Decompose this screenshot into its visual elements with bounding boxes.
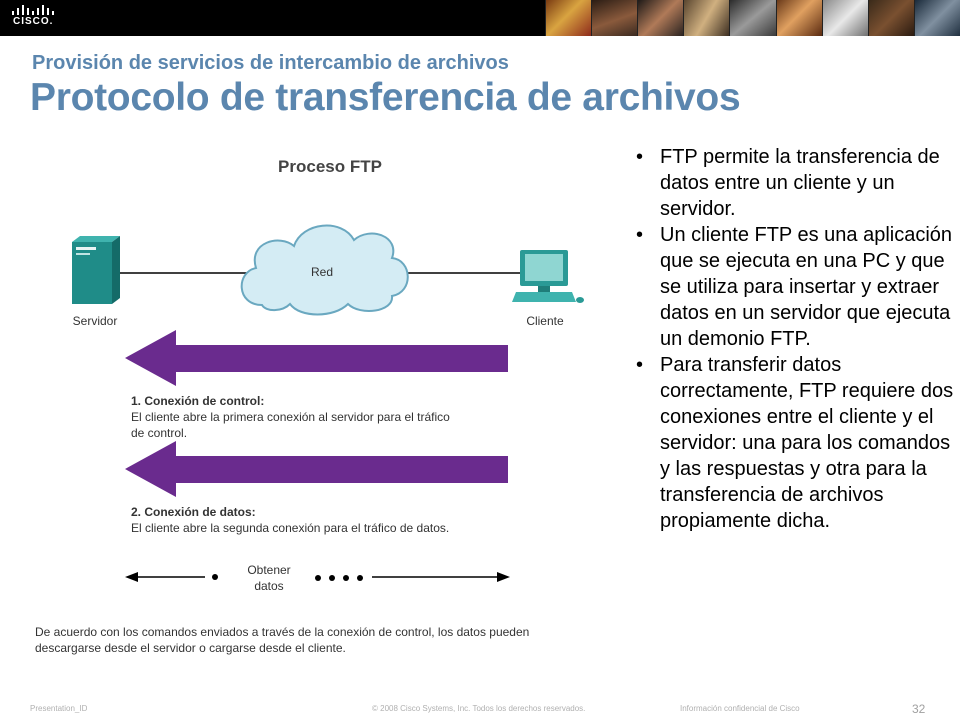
cisco-logo-bars-icon <box>12 5 54 15</box>
photo-strip <box>545 0 960 36</box>
control-connection-arrow <box>125 330 508 386</box>
bullet-list: FTP permite la transferencia de datos en… <box>636 144 954 534</box>
server-label: Servidor <box>73 314 118 328</box>
ftp-process-diagram: Proceso FTP Servidor Red Cliente 1. Cone… <box>35 157 584 655</box>
footer-confidential: Información confidencial de Cisco <box>680 704 800 713</box>
data-connection-desc: El cliente abre la segunda conexión para… <box>131 521 449 535</box>
diagram-title: Proceso FTP <box>278 157 382 176</box>
data-connection-arrow <box>125 441 508 497</box>
diagram-note-line2: descargarse desde el servidor o cargarse… <box>35 641 346 655</box>
bullet-item: FTP permite la transferencia de datos en… <box>636 144 954 222</box>
cisco-logo: CISCO. <box>10 5 58 31</box>
top-banner: CISCO. <box>0 0 960 36</box>
get-data-label-line2: datos <box>254 579 283 593</box>
footer-copyright: © 2008 Cisco Systems, Inc. Todos los der… <box>372 704 586 713</box>
bullet-item: Un cliente FTP es una aplicación que se … <box>636 222 954 352</box>
photo-tile <box>775 0 822 36</box>
control-connection-title: 1. Conexión de control: <box>131 394 264 408</box>
photo-tile <box>545 0 592 36</box>
photo-tile <box>591 0 638 36</box>
photo-tile <box>867 0 914 36</box>
slide-subtitle: Provisión de servicios de intercambio de… <box>32 52 509 74</box>
bullet-item: Para transferir datos correctamente, FTP… <box>636 352 954 534</box>
server-icon <box>72 236 120 304</box>
network-cloud-icon <box>240 224 409 316</box>
photo-tile <box>821 0 868 36</box>
page-number: 32 <box>912 702 926 716</box>
control-connection-desc-line2: de control. <box>131 426 187 440</box>
cisco-logo-text: CISCO. <box>13 16 54 27</box>
get-data-arrow-left <box>125 572 218 582</box>
photo-tile <box>637 0 684 36</box>
diagram-note-line1: De acuerdo con los comandos enviados a t… <box>35 625 529 639</box>
network-label: Red <box>311 265 333 279</box>
get-data-arrow-right <box>315 572 510 582</box>
client-label: Cliente <box>526 314 564 328</box>
control-connection-desc-line1: El cliente abre la primera conexión al s… <box>131 410 450 424</box>
photo-tile <box>683 0 730 36</box>
get-data-label-line1: Obtener <box>247 563 290 577</box>
data-connection-title: 2. Conexión de datos: <box>131 505 256 519</box>
footer-presentation-id: Presentation_ID <box>30 704 88 713</box>
client-pc-icon <box>512 250 584 303</box>
photo-tile <box>729 0 776 36</box>
photo-tile <box>913 0 960 36</box>
slide-title: Protocolo de transferencia de archivos <box>30 76 741 119</box>
